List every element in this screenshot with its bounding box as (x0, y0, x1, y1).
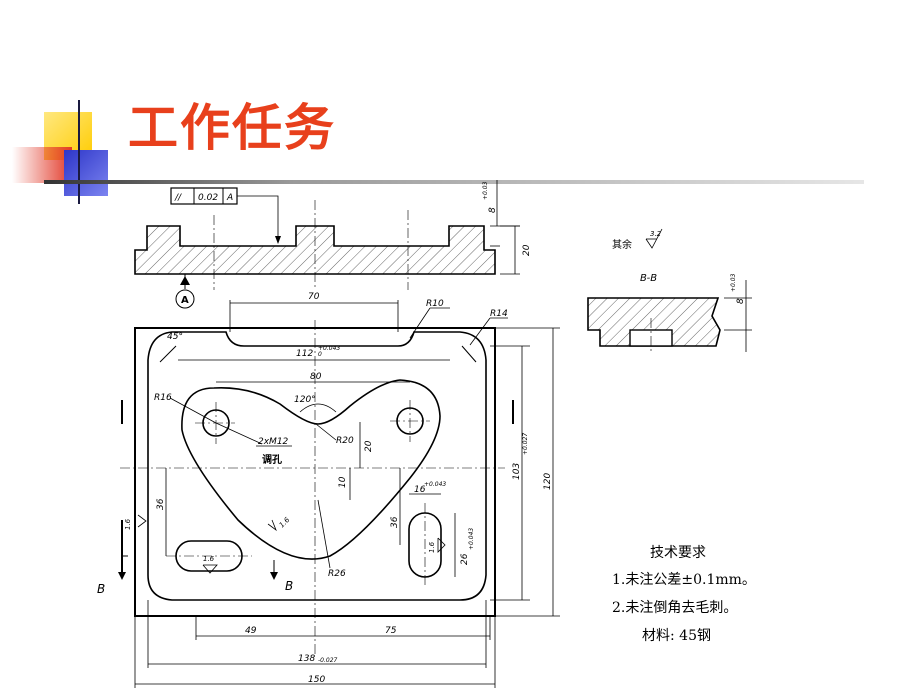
svg-text:1.6: 1.6 (278, 515, 292, 529)
svg-text:20: 20 (364, 440, 374, 452)
svg-text:10: 10 (338, 476, 348, 488)
svg-text:36: 36 (390, 516, 400, 528)
section-cut-label: B (97, 582, 105, 596)
svg-text:120°: 120° (294, 395, 316, 405)
svg-text:45°: 45° (167, 332, 183, 342)
svg-text:1.未注公差±0.1mm。: 1.未注公差±0.1mm。 (612, 572, 756, 588)
plan-view: B B 70 R10 R14 45° 112 +0.043 0 80 120° … (97, 292, 560, 688)
svg-text:103: 103 (512, 463, 522, 480)
svg-text:36: 36 (156, 498, 166, 510)
svg-text:2.未注倒角去毛刺。: 2.未注倒角去毛刺。 (612, 600, 737, 616)
svg-text:B-B: B-B (640, 273, 657, 284)
svg-text:+0.043: +0.043 (318, 345, 340, 352)
svg-text:138: 138 (298, 654, 315, 664)
svg-text:3.2: 3.2 (650, 230, 662, 238)
svg-text:+0.043: +0.043 (424, 481, 446, 488)
svg-text:16: 16 (414, 485, 426, 495)
deco-blue-block (64, 150, 108, 196)
svg-text:R10: R10 (426, 299, 444, 309)
deco-red-block (12, 147, 72, 183)
surface-finish-rest: 其余 3.2 (612, 228, 663, 251)
geometric-tolerance-frame: // 0.02 A (170, 187, 281, 244)
svg-text:150: 150 (308, 675, 325, 685)
svg-text:1.6: 1.6 (203, 555, 215, 563)
svg-text:8: 8 (736, 298, 746, 304)
svg-text:80: 80 (310, 372, 322, 382)
svg-text:26: 26 (460, 553, 470, 565)
svg-text:1.6: 1.6 (124, 518, 132, 530)
svg-text:材料: 45钢: 材料: 45钢 (642, 628, 711, 644)
svg-text:A: A (226, 193, 233, 203)
svg-text:+0.03: +0.03 (482, 181, 489, 200)
svg-text:0.02: 0.02 (198, 193, 218, 203)
svg-text:+0.03: +0.03 (730, 273, 737, 292)
svg-text:1.6: 1.6 (428, 541, 436, 553)
svg-text:112: 112 (296, 349, 313, 359)
svg-text:20: 20 (522, 244, 532, 256)
svg-text:B: B (285, 579, 293, 593)
svg-text:技术要求: 技术要求 (650, 545, 706, 561)
svg-text://: // (174, 193, 182, 203)
technical-requirements: 技术要求 1.未注公差±0.1mm。 2.未注倒角去毛刺。 材料: 45钢 (612, 545, 756, 644)
deco-horizontal-line (44, 180, 864, 184)
section-b-b: B-B 8 +0.03 (587, 273, 752, 352)
svg-text:120: 120 (543, 473, 553, 490)
svg-text:+0.043: +0.043 (468, 528, 475, 550)
svg-text:75: 75 (385, 626, 397, 636)
page-title: 工作任务 (128, 99, 336, 157)
svg-text:R16: R16 (154, 393, 172, 403)
svg-text:R20: R20 (336, 436, 354, 446)
datum-label: A (181, 295, 189, 306)
svg-text:2xM12: 2xM12 (258, 437, 289, 447)
svg-text:8: 8 (488, 207, 498, 213)
svg-text:70: 70 (308, 292, 320, 302)
svg-text:+0.027: +0.027 (522, 433, 529, 455)
svg-text:其余: 其余 (612, 238, 632, 251)
svg-text:0: 0 (318, 351, 322, 358)
deco-vertical-line (78, 100, 80, 204)
svg-text:R26: R26 (328, 569, 346, 579)
svg-text:调孔: 调孔 (262, 453, 282, 466)
front-section-view: A 20 8 +0.03 (134, 180, 532, 309)
svg-text:-0.027: -0.027 (318, 657, 338, 664)
svg-text:49: 49 (245, 626, 257, 636)
svg-text:R14: R14 (490, 309, 508, 319)
